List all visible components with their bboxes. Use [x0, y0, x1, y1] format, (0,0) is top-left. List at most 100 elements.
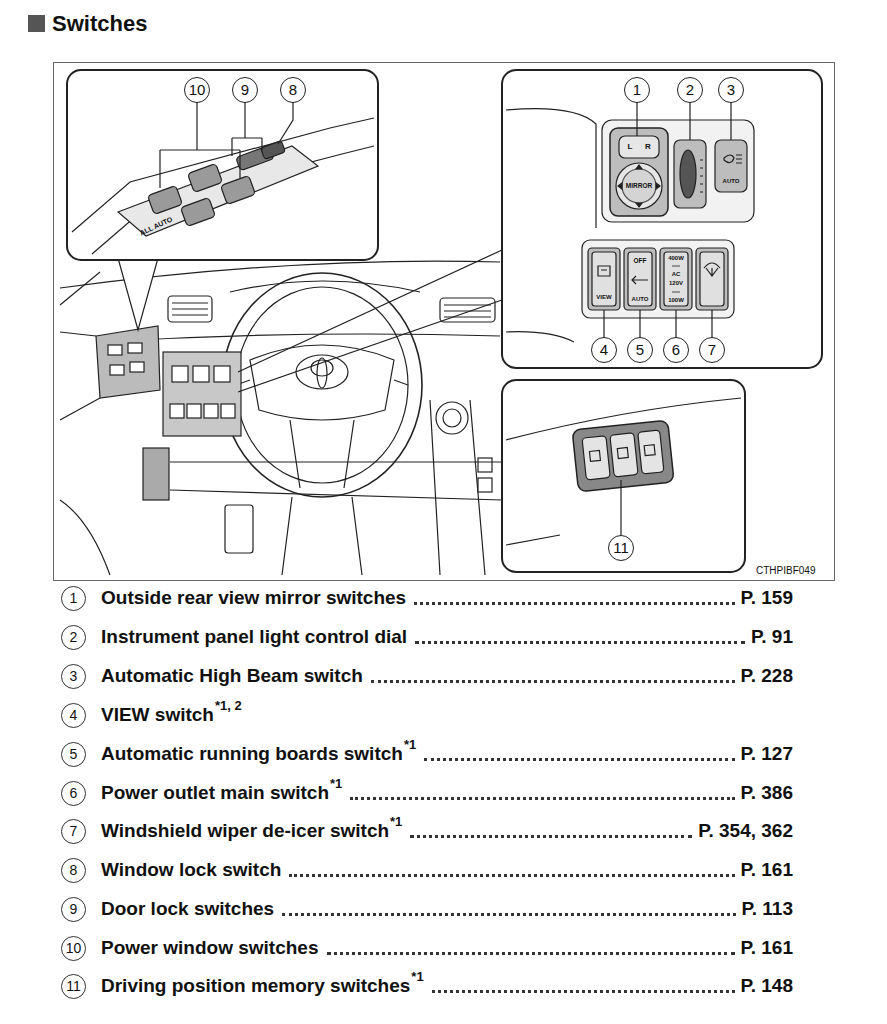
illustration-part	[261, 141, 286, 160]
illustration-part	[118, 258, 158, 330]
circled-number: 2	[61, 625, 86, 650]
page-reference: P. 354, 362	[698, 820, 793, 842]
list-row: 4VIEW switch*1, 2	[61, 701, 793, 729]
circled-number: 10	[61, 936, 86, 961]
dot-leader	[282, 913, 735, 916]
illustration-part	[724, 155, 742, 163]
illustration-part	[172, 303, 208, 315]
circled-number: 7	[61, 819, 86, 844]
callout-number: 6	[663, 337, 689, 363]
page-reference: P. 228	[741, 665, 793, 687]
illustration-part	[130, 362, 144, 372]
illustration-part	[582, 240, 734, 318]
list-row: 10Power window switchesP. 161	[61, 934, 793, 962]
illustration-part	[60, 272, 100, 305]
dot-leader	[289, 874, 734, 877]
illustration-part	[170, 404, 184, 418]
list-row: 9Door lock switchesP. 113	[61, 895, 793, 923]
circled-number: 6	[61, 781, 86, 806]
dot-leader	[414, 602, 734, 605]
item-name: Window lock switch	[101, 859, 281, 881]
illustration-part	[592, 252, 616, 306]
illustration-part	[628, 252, 652, 306]
dot-leader	[424, 758, 734, 761]
illustration-part	[60, 332, 100, 420]
circled-number: 9	[61, 897, 86, 922]
illustration-part	[610, 128, 668, 216]
illustration-part	[572, 420, 674, 492]
illustration-part	[214, 366, 230, 382]
illustration-part	[637, 102, 731, 140]
dot-leader	[432, 990, 735, 993]
item-name: Driving position memory switches	[101, 975, 410, 997]
illustration-part	[598, 266, 610, 276]
dot-leader	[410, 835, 692, 838]
illustration-part	[172, 366, 188, 382]
illustration-part	[238, 250, 502, 392]
callout-number: 7	[699, 337, 725, 363]
footnote-mark: *1	[390, 814, 402, 829]
item-name: Power outlet main switch	[101, 782, 329, 804]
callout-number: 4	[591, 337, 617, 363]
illustration-part	[282, 497, 362, 575]
illustration-part	[674, 140, 706, 208]
illustration-part	[436, 402, 468, 434]
page-reference: P. 127	[741, 743, 793, 765]
illustration-part	[168, 296, 212, 322]
item-name: Automatic running boards switch	[101, 743, 403, 765]
callout-number: 11	[608, 535, 634, 561]
illustration-part	[67, 70, 378, 260]
switch-text: 400W	[668, 255, 684, 261]
illustration-part	[143, 448, 169, 500]
circled-number: 1	[61, 586, 86, 611]
illustration-part	[60, 261, 500, 575]
illustration-part	[680, 150, 696, 198]
list-row: 6Power outlet main switch*1P. 386	[61, 779, 793, 807]
page-reference: P. 159	[741, 587, 793, 609]
item-name: Windshield wiper de-icer switch	[101, 820, 389, 842]
dot-leader	[371, 680, 735, 683]
list-row: 7 Windshield wiper de-icer switch*1 P. 354…	[61, 817, 793, 845]
footnote-mark: *1	[411, 969, 423, 984]
illustration-part	[506, 535, 560, 545]
circled-number: 3	[61, 664, 86, 689]
page-reference: P. 113	[742, 898, 793, 920]
list-row: 2Instrument panel light control dialP. 9…	[61, 623, 793, 651]
illustration-part	[622, 169, 656, 203]
dot-leader	[350, 797, 734, 800]
illustration-part	[715, 140, 747, 192]
illustration-part	[664, 252, 688, 306]
illustration-part	[430, 400, 485, 575]
illustration-part	[704, 263, 720, 276]
callout-number: 5	[627, 337, 653, 363]
illustration-part	[660, 248, 692, 310]
item-name: Outside rear view mirror switches	[101, 587, 406, 609]
illustration-part	[118, 146, 318, 236]
illustration-part	[478, 478, 492, 492]
list-row: 1 Outside rear view mirror switches P. 159	[61, 584, 793, 612]
illustration-part	[187, 404, 201, 418]
circled-number: 11	[61, 974, 86, 999]
callout-number: 9	[232, 77, 258, 103]
footnote-mark: *1	[404, 737, 416, 752]
illustration-part	[108, 345, 122, 355]
circled-number: 5	[61, 742, 86, 767]
switch-text: MIRROR	[626, 183, 652, 190]
illustration-part	[163, 352, 241, 436]
illustration-part	[118, 250, 502, 500]
illustration-part	[604, 310, 712, 338]
illustration-part	[170, 462, 502, 500]
illustration-part	[610, 433, 638, 477]
illustration-part	[54, 63, 835, 581]
item-name: VIEW switch	[101, 704, 214, 726]
illustration-part	[619, 136, 659, 158]
dot-leader	[327, 952, 735, 955]
switch-text: OFF	[634, 258, 647, 265]
illustration-part	[618, 165, 660, 207]
illustration-part	[147, 185, 182, 214]
illustration-part	[478, 458, 492, 472]
illustration-part	[225, 505, 253, 553]
illustration-part	[222, 273, 422, 497]
callout-number: 3	[718, 77, 744, 103]
